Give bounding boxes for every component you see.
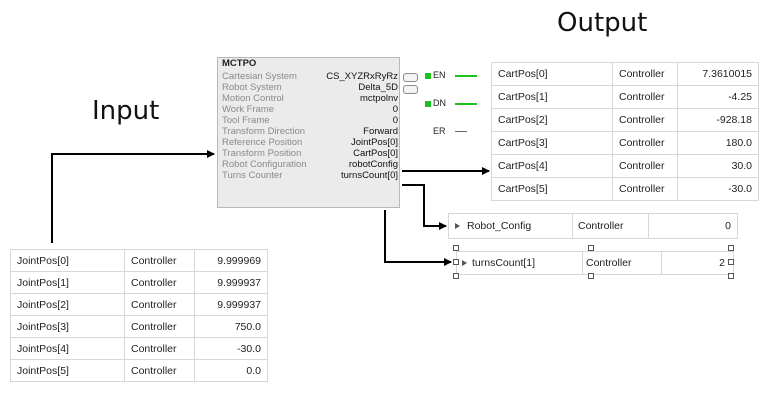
en-status: EN (425, 70, 485, 82)
resize-handle[interactable] (728, 259, 734, 265)
resize-handle[interactable] (588, 245, 594, 251)
dn-lamp-icon (425, 101, 431, 107)
input-to-reference-arrow (51, 150, 215, 243)
robot-config-tag: Robot_Config (467, 220, 532, 232)
robot-system-browse-button[interactable] (403, 85, 418, 94)
en-lamp-icon (425, 73, 431, 79)
robot-config-row[interactable]: Robot_Config Controller 0 (448, 213, 738, 239)
resize-handle[interactable] (728, 273, 734, 279)
table-row[interactable]: CartPos[5]Controller-30.0 (491, 177, 759, 201)
resize-handle[interactable] (453, 259, 459, 265)
turns-count-scope: Controller (586, 257, 632, 269)
input-heading: Input (92, 96, 160, 126)
expand-arrow-icon[interactable] (462, 260, 467, 266)
er-status: ER (425, 126, 485, 138)
output-heading: Output (557, 8, 648, 38)
cartesian-system-browse-button[interactable] (403, 73, 418, 82)
turns-count-value[interactable]: 2 (719, 257, 725, 269)
block-title: MCTPO (222, 58, 257, 69)
table-row[interactable]: CartPos[1]Controller-4.25 (491, 85, 759, 109)
resize-handle[interactable] (453, 273, 459, 279)
resize-handle[interactable] (588, 273, 594, 279)
turns-count-tag: turnsCount[1] (472, 257, 536, 269)
robot-config-value[interactable]: 0 (725, 220, 731, 232)
resize-handle[interactable] (453, 245, 459, 251)
robot-config-arrow (402, 184, 447, 230)
resize-handle[interactable] (728, 245, 734, 251)
dn-status: DN (425, 98, 485, 110)
robot-config-scope: Controller (578, 220, 624, 232)
expand-arrow-icon[interactable] (455, 223, 460, 229)
turns-counter-arrow (384, 210, 452, 266)
